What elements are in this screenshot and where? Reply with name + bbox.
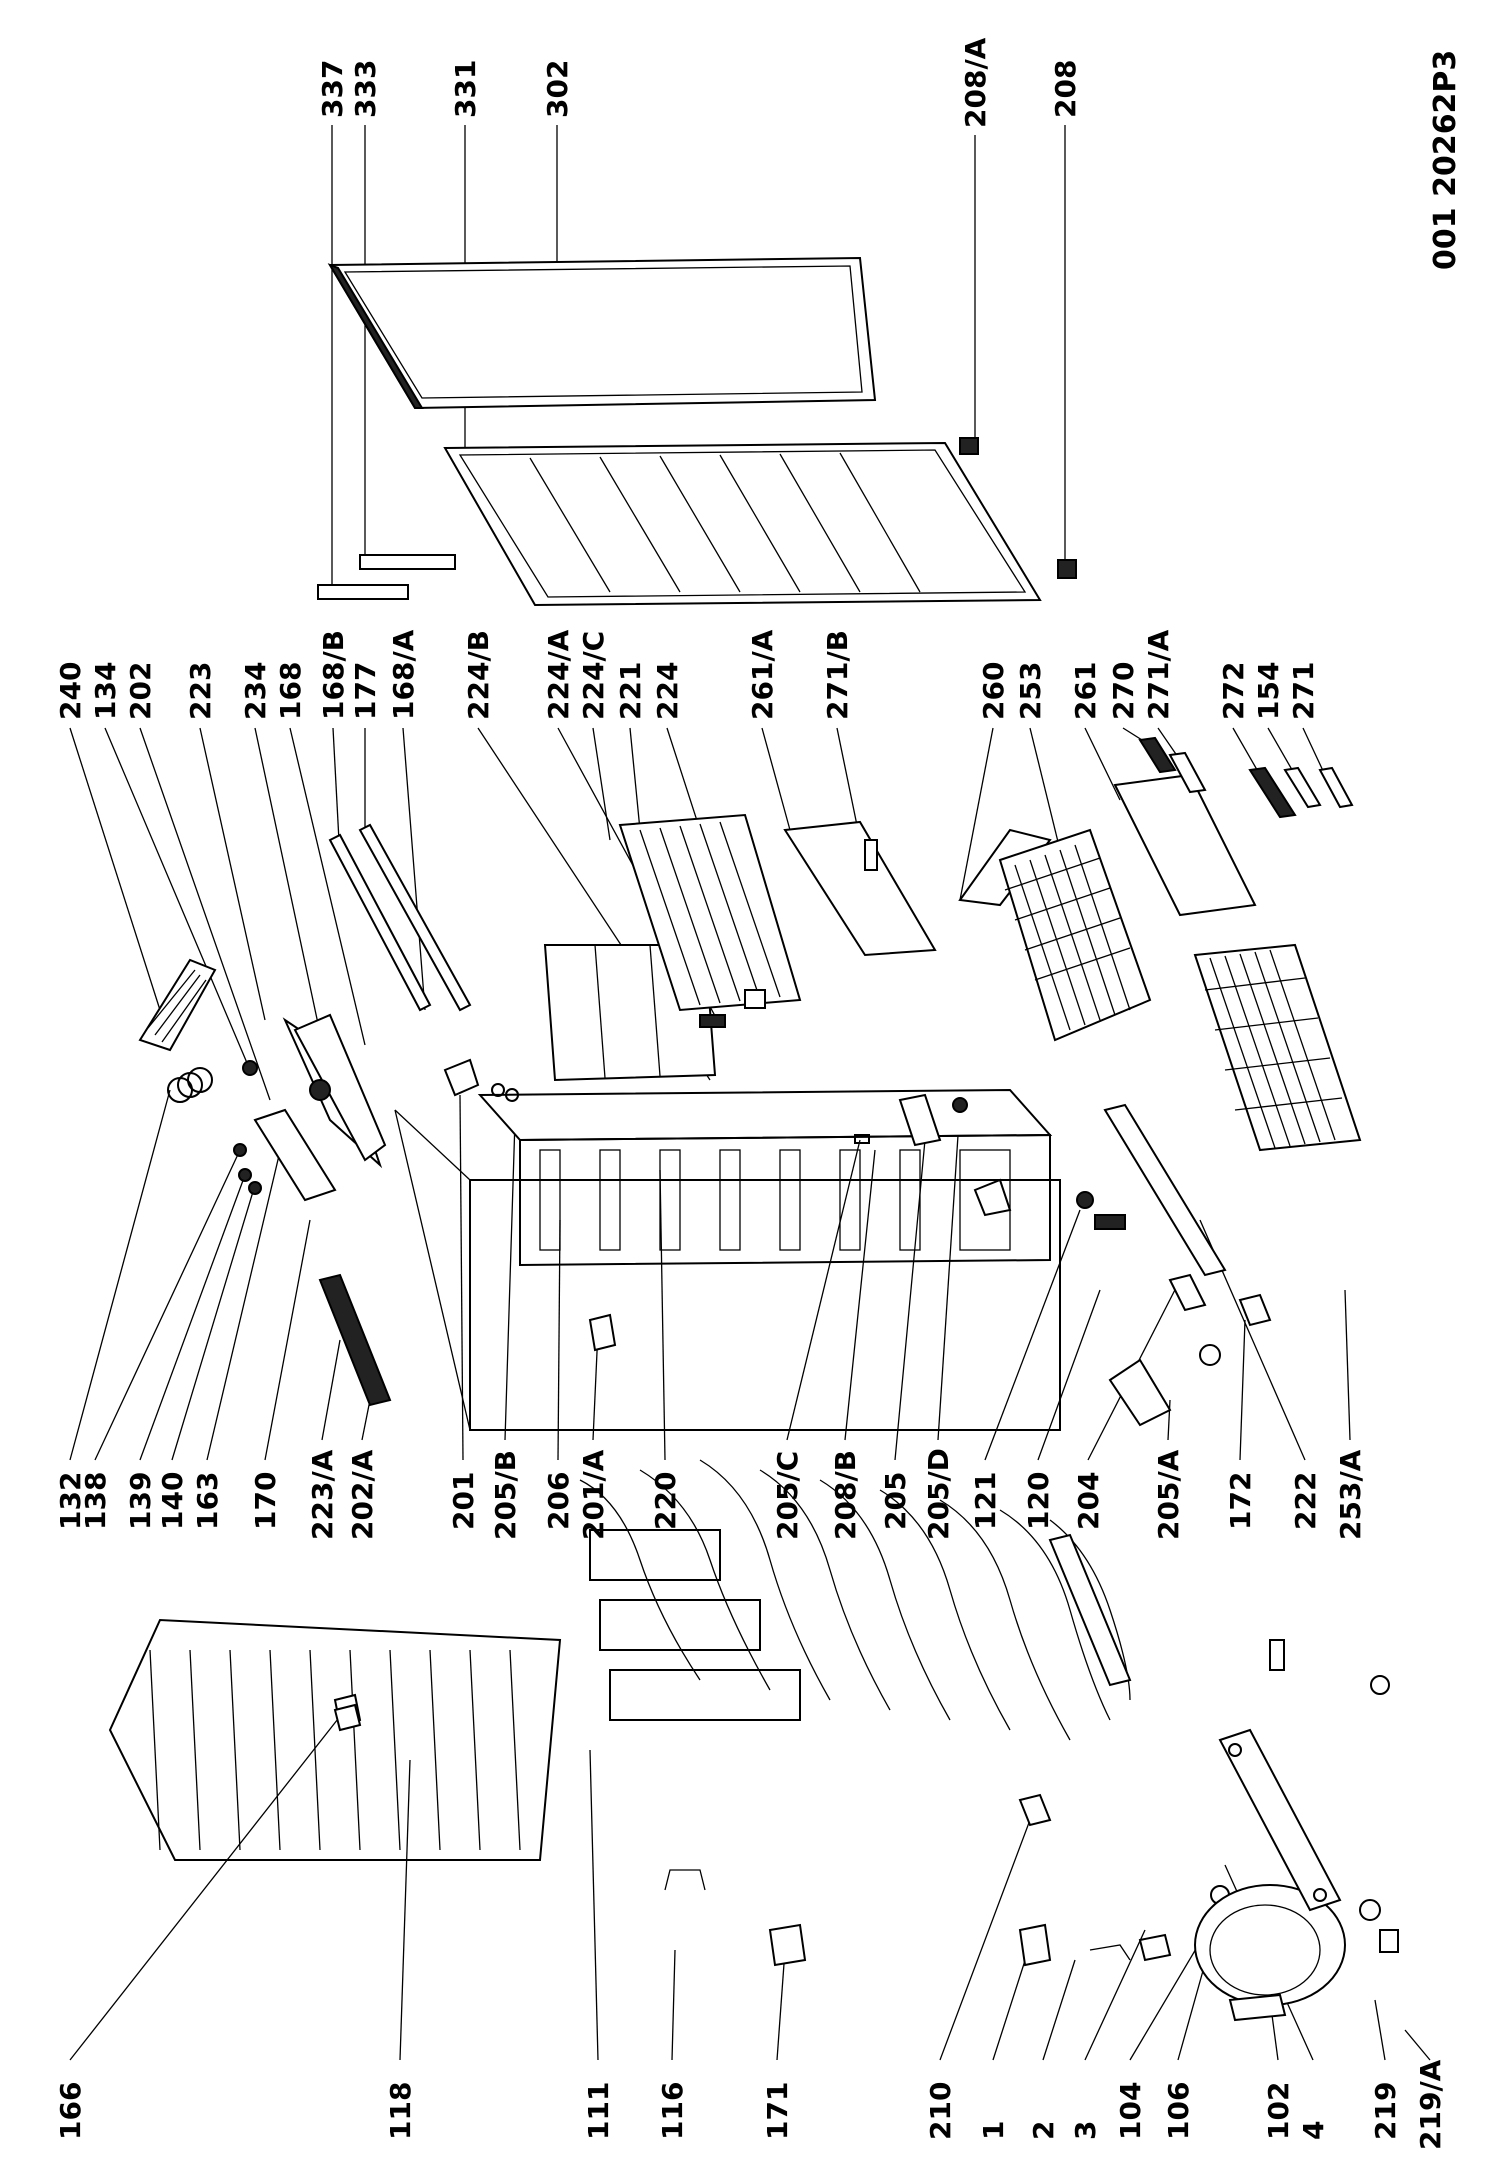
label-261: 261 [1069, 662, 1102, 720]
top-labels: 337 333 331 302 208/A 208 240 134 202 22… [54, 37, 1320, 720]
label-134: 134 [89, 662, 122, 720]
label-253a: 253/A [1334, 1449, 1367, 1540]
hinge-205 [854, 1093, 1012, 1217]
label-224b: 224/B [462, 630, 495, 720]
label-222: 222 [1289, 1472, 1322, 1530]
label-221: 221 [614, 662, 647, 720]
hinge-parts-333-337 [317, 437, 1077, 600]
label-139: 139 [124, 1472, 157, 1530]
label-140: 140 [156, 1472, 189, 1530]
bottom-labels: 166 118 111 116 171 210 1 2 3 104 106 10… [54, 2059, 1447, 2150]
label-201a: 201/A [577, 1449, 610, 1540]
label-104: 104 [1114, 2082, 1147, 2140]
label-206: 206 [542, 1472, 575, 1530]
label-271b: 271/B [821, 630, 854, 720]
label-234: 234 [239, 662, 272, 720]
label-219a: 219/A [1414, 2059, 1447, 2150]
label-204: 204 [1072, 1472, 1105, 1530]
label-154: 154 [1252, 662, 1285, 720]
label-208: 208 [1049, 60, 1082, 118]
label-202a: 202/A [346, 1449, 379, 1540]
basket-253 [958, 828, 1152, 1042]
label-271: 271 [1287, 662, 1320, 720]
label-2: 2 [1027, 2121, 1060, 2140]
label-120: 120 [1022, 1472, 1055, 1530]
hinge-201 [443, 1058, 519, 1102]
label-261a: 261/A [746, 629, 779, 720]
label-138: 138 [79, 1472, 112, 1530]
label-219: 219 [1369, 2082, 1402, 2140]
label-205d: 205/D [922, 1448, 955, 1540]
evaporator-111 [579, 1459, 1132, 1967]
label-260: 260 [977, 662, 1010, 720]
label-3: 3 [1069, 2121, 1102, 2140]
label-270: 270 [1107, 662, 1140, 720]
label-337: 337 [316, 60, 349, 118]
door-panel-331 [443, 441, 1042, 607]
label-111: 111 [582, 2082, 615, 2140]
label-171: 171 [761, 2082, 794, 2140]
label-271a: 271/A [1142, 629, 1175, 720]
lower-parts [333, 1639, 1399, 2022]
label-177: 177 [349, 662, 382, 720]
label-202: 202 [124, 662, 157, 720]
label-208b: 208/B [829, 1450, 862, 1540]
label-116: 116 [656, 2082, 689, 2140]
label-163: 163 [191, 1472, 224, 1530]
label-210: 210 [924, 2082, 957, 2140]
basket-253a [1193, 943, 1362, 1152]
label-168a: 168/A [387, 629, 420, 720]
label-223a: 223/A [306, 1449, 339, 1540]
label-224c: 224/C [577, 631, 610, 720]
middle-labels: 132 138 139 140 163 170 223/A 202/A 201 … [54, 1448, 1367, 1540]
label-172: 172 [1224, 1472, 1257, 1530]
label-253: 253 [1014, 662, 1047, 720]
frame-221 [618, 813, 802, 1028]
label-168b: 168/B [317, 630, 350, 720]
label-205b: 205/B [489, 1450, 522, 1540]
drawing-code: 001 20262P3 [1428, 50, 1463, 270]
tray-261 [1113, 736, 1354, 917]
label-224: 224 [651, 662, 684, 720]
cover-261a [783, 820, 937, 957]
label-168: 168 [274, 662, 307, 720]
label-205c: 205/C [771, 1451, 804, 1540]
label-102: 102 [1262, 2082, 1295, 2140]
control-assembly [138, 823, 472, 1407]
label-121: 121 [969, 1472, 1002, 1530]
label-223: 223 [184, 662, 217, 720]
label-240: 240 [54, 662, 87, 720]
label-208a: 208/A [959, 37, 992, 128]
label-302: 302 [541, 60, 574, 118]
label-166: 166 [54, 2082, 87, 2140]
condenser-118 [108, 1618, 562, 1861]
label-224a: 224/A [542, 629, 575, 720]
label-170: 170 [249, 1472, 282, 1530]
label-4: 4 [1297, 2121, 1330, 2140]
label-118: 118 [384, 2082, 417, 2140]
door-gasket-302 [327, 256, 877, 410]
label-333: 333 [349, 60, 382, 118]
label-132: 132 [54, 1472, 87, 1530]
label-272: 272 [1217, 662, 1250, 720]
label-331: 331 [449, 60, 482, 118]
label-106: 106 [1162, 2082, 1195, 2140]
lower-fittings [1103, 1103, 1272, 1427]
label-1: 1 [977, 2121, 1010, 2140]
label-201: 201 [447, 1472, 480, 1530]
label-205a: 205/A [1152, 1449, 1185, 1540]
